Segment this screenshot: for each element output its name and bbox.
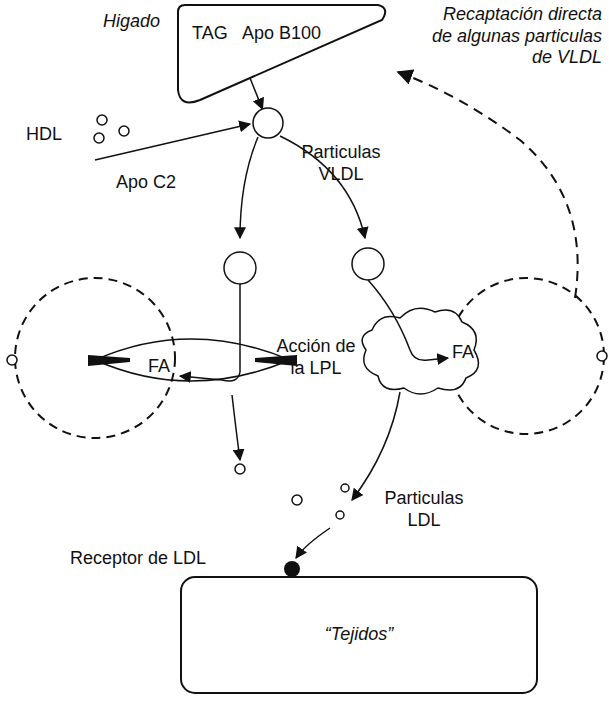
- receptor-label: Receptor de LDL: [70, 548, 206, 570]
- molecule-label: TAG: [192, 23, 228, 45]
- protein-label: Apo B100: [242, 23, 321, 45]
- vldl-particle: Particulas VLDL: [253, 108, 283, 138]
- node-shape: [178, 5, 385, 102]
- node-outline: [178, 5, 390, 105]
- fatty-acid-label: FA: [148, 356, 170, 378]
- organ-label: Higado: [103, 11, 160, 33]
- liver-shape: HigadoTAGApo B100: [178, 5, 390, 105]
- lipoprotein-label: HDL: [26, 124, 62, 146]
- particle-label: Particulas VLDL: [293, 142, 389, 185]
- enzyme-label: Acción de la LPL: [268, 336, 364, 379]
- tissue-box: “Tejidos”: [180, 576, 538, 694]
- node-shape: [181, 577, 537, 693]
- uptake-note: Recaptación directa de algunas particula…: [420, 4, 602, 69]
- tissue-label: “Tejidos”: [325, 624, 393, 646]
- node-shape: [253, 108, 283, 138]
- particle-label: Particulas LDL: [372, 488, 476, 531]
- node-outline: [253, 108, 283, 138]
- apoprotein-label: Apo C2: [116, 172, 176, 194]
- fatty-acid-label: FA: [452, 342, 474, 364]
- flow-arrow: [250, 78, 262, 109]
